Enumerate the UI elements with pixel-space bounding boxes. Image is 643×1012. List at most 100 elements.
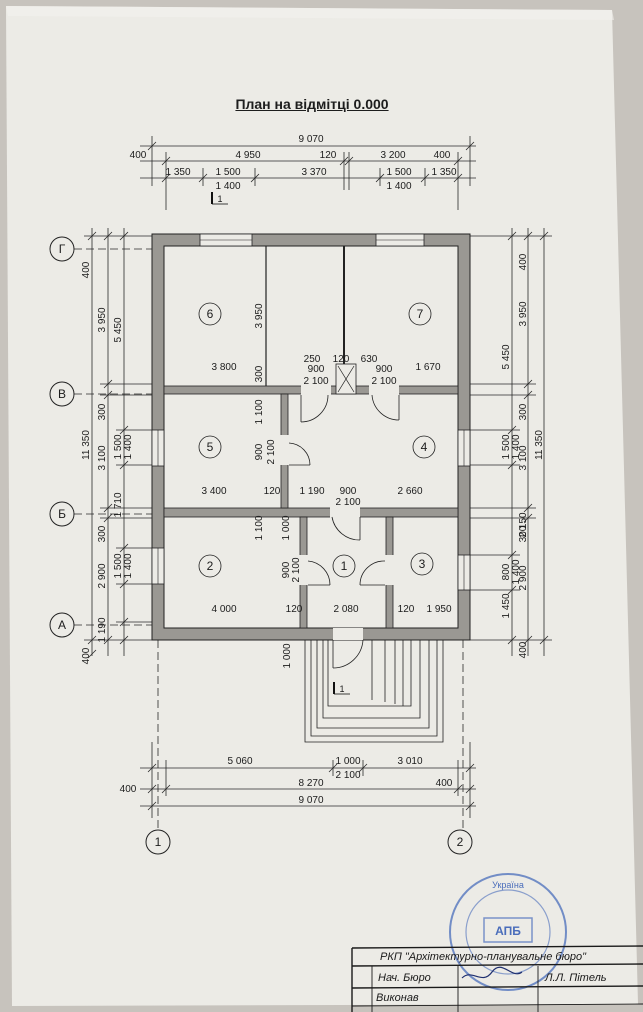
dim-left-3100: 3 100 [97, 445, 108, 470]
dim-right-300-a: 300 [518, 403, 529, 420]
dim-in-2100-d: 2 100 [335, 497, 360, 508]
dim-in-900-d: 900 [340, 486, 357, 497]
dim-in-2100-b: 2 100 [371, 376, 396, 387]
dim-in-3800: 3 800 [211, 362, 236, 373]
dim-right-1450: 1 450 [501, 593, 512, 618]
dim-in-2100-c: 2 100 [266, 439, 277, 464]
titleblock-role-executed: Виконав [376, 992, 419, 1004]
dim-left-2900: 2 900 [97, 563, 108, 588]
room-number-2: 2 [207, 559, 214, 573]
room-circles [198, 302, 436, 578]
dim-top-1350-right: 1 350 [431, 167, 456, 178]
axis-row-g: Г [59, 242, 66, 256]
dim-left-1710: 1 710 [113, 492, 124, 517]
dim-in-1000-b: 1 000 [282, 643, 293, 668]
room-number-5: 5 [207, 440, 214, 454]
dim-right-5450: 5 450 [501, 344, 512, 369]
dim-right-2900: 2 900 [518, 565, 529, 590]
titleblock-role-head: Нач. Бюро [378, 972, 431, 984]
dim-in-2080: 2 080 [333, 604, 358, 615]
axis-row-v: В [58, 387, 66, 401]
dim-right-1400-b: 1 400 [511, 559, 522, 584]
stamp-center-text: АПБ [495, 924, 521, 938]
dim-top-total: 9 070 [298, 134, 323, 145]
dim-bottom-2100: 2 100 [335, 770, 360, 781]
section-mark-top: 1 [217, 194, 222, 204]
dim-right-1400-a: 1 400 [511, 434, 522, 459]
dim-bottom-total: 9 070 [298, 795, 323, 806]
dim-in-1670: 1 670 [415, 362, 440, 373]
dim-left-1500-a: 1 500 [113, 434, 124, 459]
room-number-7: 7 [417, 307, 424, 321]
dim-right-1500: 1 500 [501, 434, 512, 459]
plan-title: План на відмітці 0.000 [235, 96, 389, 112]
dim-top-400-right: 400 [434, 150, 451, 161]
dim-top-1500-right: 1 500 [386, 167, 411, 178]
dim-in-300: 300 [254, 365, 265, 382]
dim-right-400-bottom: 400 [518, 641, 529, 658]
dim-left-1400-a: 1 400 [123, 434, 134, 459]
door-swings [288, 394, 400, 669]
dim-in-1950: 1 950 [426, 604, 451, 615]
dim-in-4000: 4 000 [211, 604, 236, 615]
dim-in-2100-a: 2 100 [303, 376, 328, 387]
dim-left-3950: 3 950 [97, 307, 108, 332]
dim-in-1100-b: 1 100 [254, 515, 265, 540]
dim-in-120-a: 120 [333, 354, 350, 365]
dim-left-400-bottom: 400 [81, 647, 92, 664]
axis-bubbles [49, 236, 473, 855]
dim-right-11350: 11 350 [534, 430, 545, 460]
dim-in-1100-a: 1 100 [254, 399, 265, 424]
dim-in-3950: 3 950 [254, 303, 265, 328]
dim-right-2150: 2 150 [518, 512, 529, 537]
dim-right-3950: 3 950 [518, 301, 529, 326]
dim-left-1190: 1 190 [97, 617, 108, 642]
axis-row-a: А [58, 618, 66, 632]
room-number-4: 4 [421, 440, 428, 454]
dim-in-2100-e: 2 100 [291, 557, 302, 582]
room-number-1: 1 [341, 559, 348, 573]
dim-in-120-b: 120 [264, 486, 281, 497]
dim-in-2660: 2 660 [397, 486, 422, 497]
dim-in-3400: 3 400 [201, 486, 226, 497]
dim-in-1190: 1 190 [299, 486, 324, 497]
dim-in-900-a: 900 [308, 364, 325, 375]
dim-bottom-8270: 8 270 [298, 778, 323, 789]
axis-row-b: Б [58, 507, 66, 521]
dim-right-800: 800 [501, 563, 512, 580]
dim-in-1000-a: 1 000 [281, 515, 292, 540]
dim-top-400-left: 400 [130, 150, 147, 161]
dim-left-400-top: 400 [81, 261, 92, 278]
dim-in-250: 250 [304, 354, 321, 365]
stamp-arc-text: Україна [492, 880, 524, 890]
titleblock-company: РКП "Архітектурно-планувальне бюро" [380, 951, 586, 963]
dim-top-4950: 4 950 [235, 150, 260, 161]
stamp [449, 873, 567, 991]
titleblock-name-head: Л.Л. Пітель [545, 972, 607, 984]
dim-in-900-c: 900 [254, 443, 265, 460]
dim-in-120-d: 120 [398, 604, 415, 615]
dim-bottom-400-right: 400 [436, 778, 453, 789]
dim-top-1400-right: 1 400 [386, 181, 411, 192]
dim-right-300-b: 300 [518, 525, 529, 542]
dimension-lines [74, 136, 552, 830]
dim-right-400-top: 400 [518, 253, 529, 270]
dim-left-300-b: 300 [97, 525, 108, 542]
dim-in-120-c: 120 [286, 604, 303, 615]
dim-bottom-5060: 5 060 [227, 756, 252, 767]
dim-left-11350: 11 350 [81, 430, 92, 460]
room-number-3: 3 [419, 557, 426, 571]
dim-in-630: 630 [361, 354, 378, 365]
porch-steps [304, 640, 444, 743]
dim-bottom-1000: 1 000 [335, 756, 360, 767]
dim-top-120: 120 [320, 150, 337, 161]
dim-left-1400-b: 1 400 [123, 553, 134, 578]
dim-bottom-3010: 3 010 [397, 756, 422, 767]
dim-top-1500-left: 1 500 [215, 167, 240, 178]
section-marks [211, 192, 335, 694]
signature [461, 966, 523, 979]
dim-top-1400-left: 1 400 [215, 181, 240, 192]
section-mark-bottom: 1 [339, 684, 344, 694]
axis-col-1: 1 [155, 835, 162, 849]
